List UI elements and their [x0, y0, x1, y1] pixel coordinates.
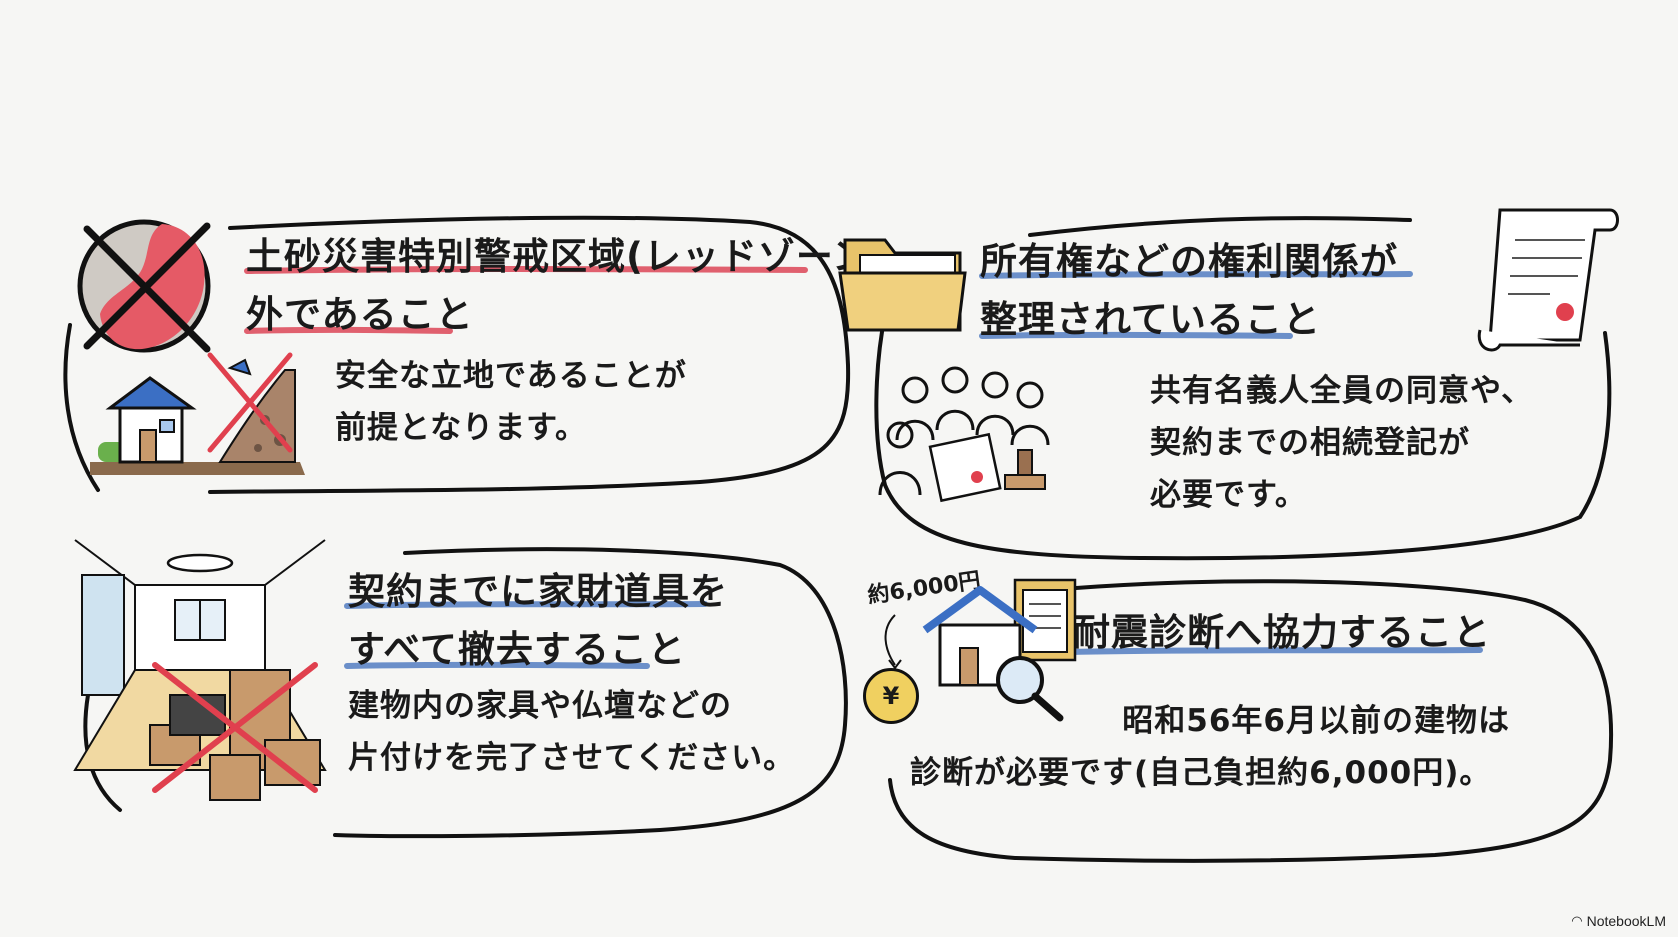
requirement-panel-seismic-inspection: 耐震診断へ協力すること 昭和56年6月以前の建物は 診断が必要です(自己負担約6… [863, 568, 1645, 900]
panel-description: 共有名義人全員の同意や、契約までの相続登記が必要です。 [1150, 373, 1534, 513]
panel-title: 契約までに家財道具をすべて撤去すること [348, 570, 728, 671]
title-underline [979, 271, 1413, 339]
notebooklm-watermark: ◠ NotebookLM [1571, 913, 1666, 929]
panel-border [888, 579, 1614, 863]
house-inspection-icon [922, 578, 1077, 722]
title-underline [1069, 647, 1483, 655]
panel-border [874, 216, 1612, 561]
panel-description: 建物内の家具や仏壇などの片付けを完了させてください。 [348, 688, 796, 776]
empty-room-icon [73, 539, 327, 801]
notebooklm-logo-icon: ◠ [1571, 913, 1583, 928]
folder-icon [838, 238, 967, 332]
requirement-panel-remove-belongings: 契約までに家財道具をすべて撤去すること 建物内の家具や仏壇などの片付けを完了させ… [60, 539, 848, 875]
panel-title: 耐震診断へ協力すること [1073, 611, 1491, 654]
title-underline [344, 601, 708, 669]
panel-description: 昭和56年6月以前の建物は 診断が必要です(自己負担約6,000円)。 [910, 703, 1510, 791]
no-red-zone-icon [77, 219, 211, 353]
requirement-panel-ownership: 所有権などの権利関係が整理されていること 共有名義人全員の同意や、契約までの相続… [838, 205, 1640, 565]
yen-coin-icon: ¥ [863, 668, 919, 724]
panel-description: 安全な立地であることが前提となります。 [335, 358, 687, 446]
panel-border [63, 215, 851, 494]
panel-title: 所有権などの権利関係が整理されていること [980, 240, 1398, 341]
people-agreement-icon [878, 366, 1050, 503]
title-underline [244, 266, 808, 334]
panel-title: 土砂災害特別警戒区域(レッドゾーン)外であること [246, 235, 888, 336]
requirement-panel-red-zone: 土砂災害特別警戒区域(レッドゾーン)外であること 安全な立地であることが前提とな… [60, 200, 887, 530]
house-landslide-icon [90, 352, 305, 475]
certificate-scroll-icon [1477, 208, 1619, 352]
